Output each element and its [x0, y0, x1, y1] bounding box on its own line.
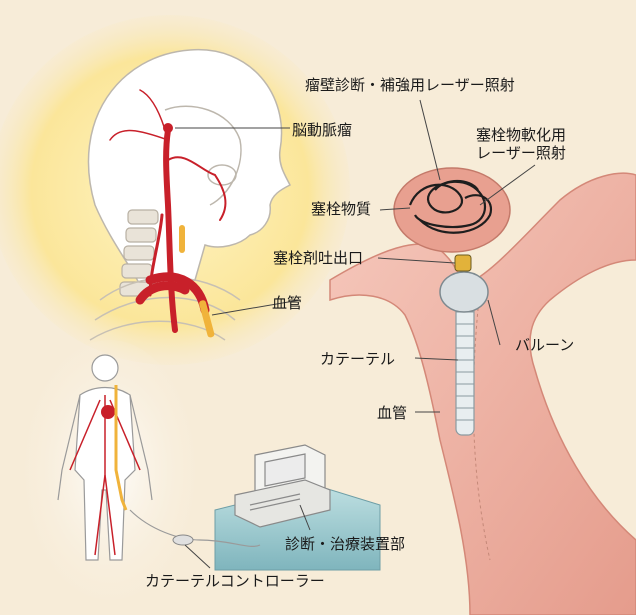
label-catheter: カテーテル [320, 350, 395, 368]
label-balloon: バルーン [515, 336, 574, 354]
balloon-closeup [440, 272, 488, 312]
label-vessel-head: 血管 [272, 294, 302, 312]
label-diagnosis-laser: 瘤壁診断・補強用レーザー照射 [305, 76, 515, 94]
label-catheter-controller: カテーテルコントローラー [145, 572, 325, 590]
heart [101, 405, 115, 419]
catheter-controller-device [173, 535, 193, 545]
label-control-unit: 診断・治療装置部 [285, 535, 405, 553]
catheter-closeup [456, 300, 474, 435]
aneurysm-head [163, 123, 173, 133]
outlet-tip [455, 255, 471, 271]
label-vessel-main: 血管 [377, 404, 407, 422]
label-aneurysm: 脳動脈瘤 [292, 121, 352, 139]
label-emboli-laser: 塞栓物軟化用 レーザー照射 [476, 126, 566, 162]
label-embolic-outlet: 塞栓剤吐出口 [273, 249, 363, 267]
label-embolic-material: 塞栓物質 [311, 200, 371, 218]
